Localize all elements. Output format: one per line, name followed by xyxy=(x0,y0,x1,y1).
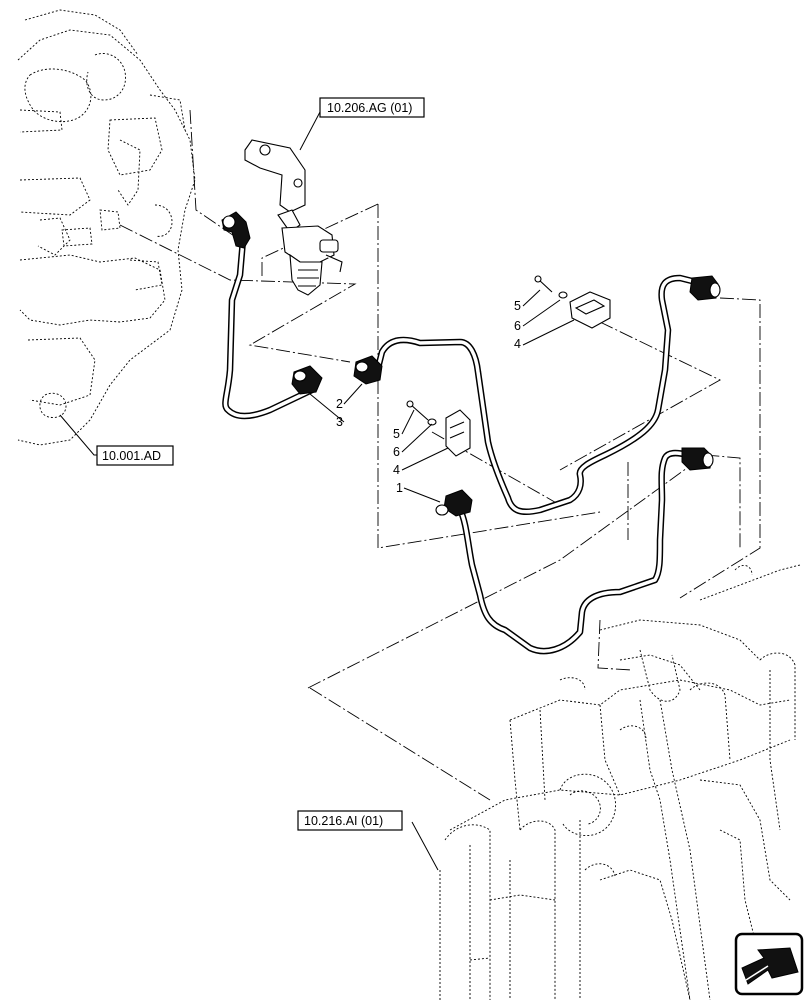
fuel-hoses xyxy=(222,236,704,655)
reference-box-10-206-ag[interactable]: 10.206.AG (01) xyxy=(319,97,425,118)
elbow-fitting-engine xyxy=(221,211,251,249)
hose-filter-to-upper-right xyxy=(374,274,704,516)
fuel-tank-phantom xyxy=(439,564,801,1000)
callout-numbers: 5 6 4 5 6 4 1 2 3 xyxy=(336,299,521,495)
clip-assembly-upper xyxy=(534,275,611,329)
quick-coupler-lower xyxy=(681,447,714,471)
elbow-fitting-2 xyxy=(353,355,383,385)
hose-engine-to-filter xyxy=(222,236,316,420)
callout-1: 1 xyxy=(396,481,403,495)
reference-box-10-001-ad[interactable]: 10.001.AD xyxy=(96,445,174,466)
fittings xyxy=(221,211,721,517)
fuel-filter-bracket xyxy=(244,139,343,296)
callout-2: 2 xyxy=(336,397,343,411)
clip-assembly-middle xyxy=(406,400,471,457)
reference-label-10-216-ai: 10.216.AI (01) xyxy=(304,814,383,828)
callout-4-upper: 4 xyxy=(514,337,521,351)
reference-label-10-206-ag: 10.206.AG (01) xyxy=(327,101,412,115)
callout-6-upper: 6 xyxy=(514,319,521,333)
callout-4-middle: 4 xyxy=(393,463,400,477)
callout-3: 3 xyxy=(336,415,343,429)
reference-label-10-001-ad: 10.001.AD xyxy=(102,449,161,463)
callout-6-middle: 6 xyxy=(393,445,400,459)
elbow-fitting-1 xyxy=(435,489,473,517)
reference-box-10-216-ai[interactable]: 10.216.AI (01) xyxy=(297,810,403,831)
callout-5-middle: 5 xyxy=(393,427,400,441)
hose-lower-return xyxy=(456,449,692,655)
callout-5-upper: 5 xyxy=(514,299,521,313)
engine-phantom xyxy=(17,9,196,446)
arrow-down-left-icon xyxy=(741,947,799,985)
fitting-3 xyxy=(291,365,323,395)
quick-coupler-upper xyxy=(689,275,721,301)
nav-arrow-button[interactable] xyxy=(734,932,804,996)
